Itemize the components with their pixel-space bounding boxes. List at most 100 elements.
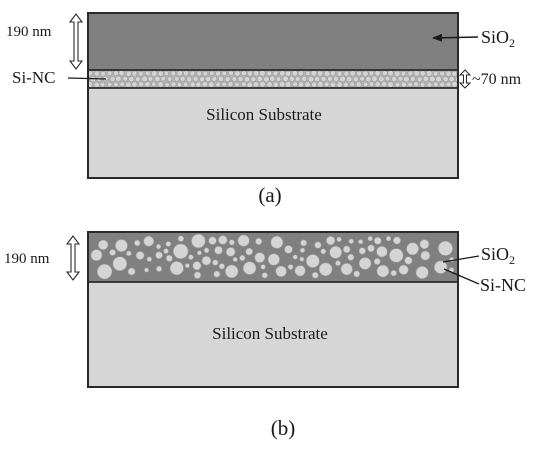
panel-b-nc-particle bbox=[188, 254, 194, 261]
panel-a-nc-particle bbox=[250, 76, 257, 82]
panel-a-nc-particle bbox=[368, 81, 375, 87]
panel-a-nc-particle bbox=[356, 70, 362, 77]
panel-b-nc-particle bbox=[214, 245, 223, 255]
panel-a-nc-particle bbox=[119, 81, 125, 87]
panel-b-nc-particle bbox=[340, 263, 353, 276]
panel-a-nc-particle bbox=[282, 75, 289, 82]
panel-a-nc-particle bbox=[317, 70, 324, 77]
panel-b-nc-particle bbox=[367, 244, 375, 253]
panel-b-nc-particle bbox=[225, 247, 236, 257]
panel-a-nc-particle bbox=[202, 70, 209, 77]
panel-a-nc-particle bbox=[122, 76, 128, 82]
panel-b-nc-particle bbox=[373, 236, 382, 245]
panel-b-nc-particle bbox=[146, 256, 153, 262]
panel-b-nc-particle bbox=[155, 251, 163, 259]
panel-a-thickness-arrow bbox=[68, 13, 84, 70]
panel-b-thickness-label: 190 nm bbox=[4, 251, 50, 267]
panel-a-nc-particle bbox=[417, 76, 423, 82]
panel-a-nc-particle bbox=[100, 71, 106, 77]
panel-b-nc-particle bbox=[415, 265, 429, 279]
panel-b-nc-particle bbox=[143, 235, 155, 247]
panel-a-nc-particle bbox=[314, 76, 320, 83]
panel-a-sio2-label: SiO2 bbox=[481, 27, 515, 50]
panel-a-nc-particle bbox=[125, 70, 132, 77]
panel-a-nc-particle bbox=[237, 76, 244, 82]
panel-b-nc-particle bbox=[336, 236, 342, 243]
panel-a-nc-particle bbox=[419, 70, 426, 77]
panel-a-nc-particle bbox=[259, 70, 266, 77]
panel-b-nc-particle bbox=[294, 265, 306, 277]
panel-a-nc-particle bbox=[317, 81, 324, 88]
panel-a-nc-particle bbox=[151, 81, 157, 88]
panel-a-nc-particle bbox=[179, 76, 186, 82]
panel-a-nc-particle bbox=[400, 81, 407, 88]
panel-a-nc-particle bbox=[227, 81, 234, 88]
panel-a-nc-particle bbox=[196, 70, 202, 77]
panel-b-nc-particle bbox=[255, 237, 263, 245]
panel-a-nc-particle bbox=[266, 81, 273, 88]
panel-b-nc-particle bbox=[390, 269, 397, 277]
panel-a-caption: (a) bbox=[258, 183, 281, 207]
panel-a-nc-particle bbox=[374, 81, 381, 88]
panel-a-nc-particle bbox=[192, 76, 199, 82]
panel-a-nc-particle bbox=[365, 76, 372, 83]
panel-b-nc-particle bbox=[239, 254, 246, 262]
panel-b-nc-particle bbox=[218, 235, 228, 245]
panel-b-substrate-label: Silicon Substrate bbox=[212, 324, 328, 343]
panel-b-nc-particle bbox=[358, 257, 372, 270]
panel-a-nc-particle bbox=[272, 70, 279, 77]
panel-a-nc-particle bbox=[362, 70, 369, 77]
panel-a-nc-particle bbox=[266, 70, 273, 77]
panel-b-nc-particle bbox=[134, 239, 141, 247]
panel-a-nc-particle bbox=[256, 75, 264, 83]
panel-a-nc-particle bbox=[115, 75, 122, 82]
panel-b-nc-particle bbox=[109, 249, 116, 256]
panel-b-caption: (b) bbox=[271, 416, 296, 440]
panel-a-nc-particle bbox=[218, 75, 225, 82]
panel-a-nc-particle bbox=[410, 76, 416, 82]
panel-a-nc-particle bbox=[374, 70, 381, 77]
panel-a-nc-particle bbox=[113, 81, 119, 88]
panel-b-nc-particle bbox=[169, 261, 184, 276]
panel-b-nc-particle bbox=[420, 250, 431, 261]
panel-a-nc-particle bbox=[439, 70, 445, 77]
panel-a-nc-particle bbox=[333, 76, 339, 82]
panel-b-nc-particle bbox=[270, 235, 284, 249]
panel-a-nc-particle bbox=[145, 70, 151, 76]
panel-b-nc-particle bbox=[165, 254, 173, 262]
panel-a-si-nc-leader bbox=[67, 77, 107, 80]
panel-b-nc-particle bbox=[376, 264, 390, 278]
panel-b-nc-particle bbox=[173, 243, 189, 260]
panel-a-nc-particle bbox=[349, 70, 356, 77]
panel-b-nc-particle bbox=[434, 260, 448, 274]
panel-b-nc-particle bbox=[404, 256, 413, 265]
panel-a-nc-particle bbox=[183, 70, 189, 77]
panel-a-nc-particle bbox=[403, 75, 410, 83]
panel-a-nc-particle bbox=[141, 75, 148, 83]
panel-a-nc-particle bbox=[205, 76, 212, 83]
panel-b-si-nc-leader bbox=[443, 268, 480, 285]
panel-a-nc-particle bbox=[288, 75, 295, 82]
panel-a-nc-particle bbox=[355, 81, 362, 88]
panel-a-nc-particle bbox=[170, 81, 177, 88]
panel-a-nc-particle bbox=[304, 81, 311, 88]
panel-b-nc-particle bbox=[376, 246, 388, 258]
panel-b-nc-particle bbox=[326, 236, 336, 246]
panel-a-nc-particle bbox=[252, 81, 260, 88]
panel-a-nc-particle bbox=[93, 81, 100, 88]
panel-a-nc-particle bbox=[167, 76, 173, 82]
panel-a-nc-particle bbox=[106, 81, 113, 88]
panel-a-nc-particle bbox=[368, 70, 375, 77]
panel-a-nc-particle bbox=[128, 76, 135, 82]
panel-a-nc-particle bbox=[339, 75, 346, 83]
panel-a-nc-particle bbox=[215, 81, 221, 88]
panel-a-nc-particle bbox=[176, 70, 183, 77]
panel-a: 190 nm Si-NC ~70 nm SiO2 Silicon Substra… bbox=[6, 12, 522, 207]
panel-a-nc-particle bbox=[106, 70, 113, 77]
panel-b-si-nc-label: Si-NC bbox=[480, 275, 526, 295]
panel-b-outline bbox=[87, 231, 459, 388]
panel-a-nc-particle bbox=[199, 76, 206, 83]
panel-b-nc-particle bbox=[144, 267, 150, 273]
panel-b-nc-particle bbox=[90, 249, 103, 262]
panel-a-nc-particle bbox=[215, 70, 221, 77]
